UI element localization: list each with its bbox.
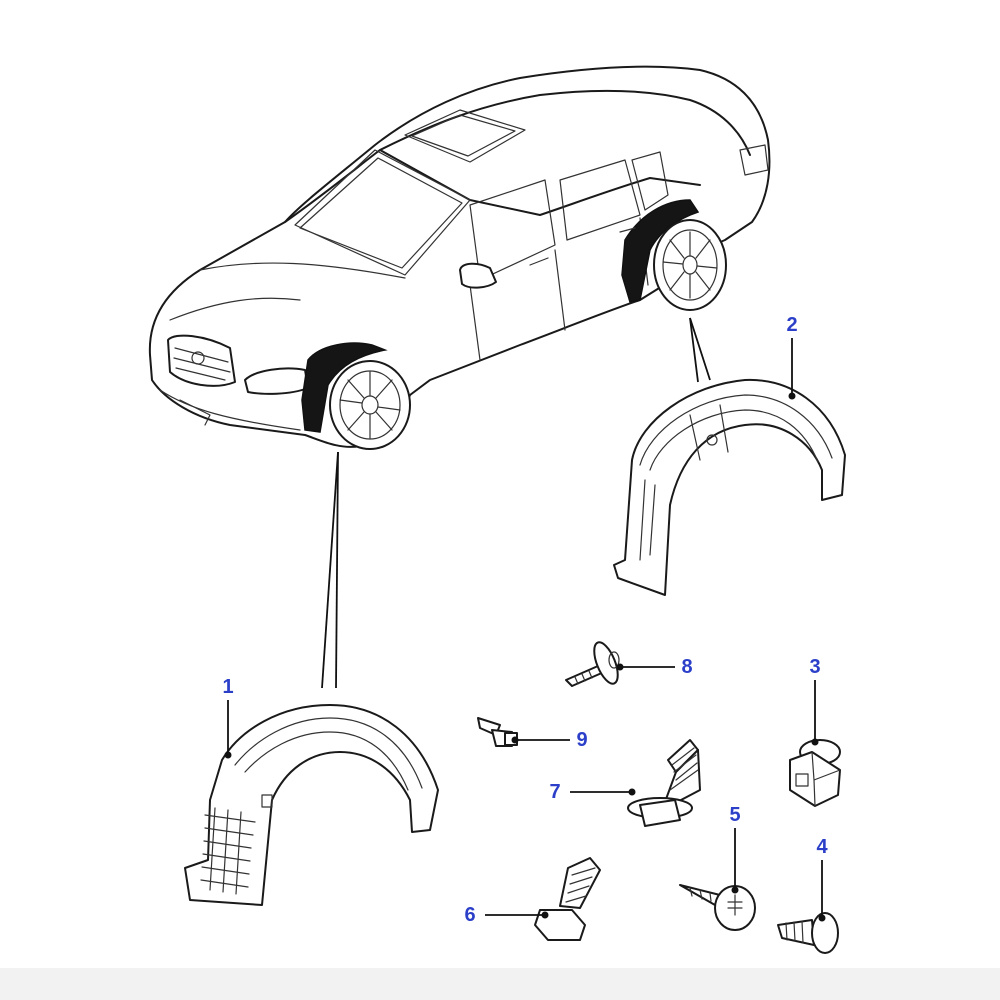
callout-4: 4 — [816, 836, 828, 858]
callout-8: 8 — [681, 656, 693, 678]
part-5-tapping-screw — [679, 884, 756, 931]
part-1-front-arch-liner — [184, 704, 439, 906]
footer-band — [0, 968, 1000, 1000]
part-2-rear-arch-liner — [613, 378, 846, 596]
part-8-rivet — [565, 641, 620, 687]
callout-5: 5 — [729, 804, 741, 826]
part-9-clip — [477, 717, 518, 747]
callout-3: 3 — [809, 656, 821, 678]
car-to-part-leaders — [321, 317, 711, 689]
callout-1: 1 — [222, 676, 234, 698]
part-6-hex-bolt — [534, 857, 601, 941]
part-4-push-pin — [777, 912, 839, 954]
car-illustration — [148, 65, 771, 450]
callout-leaders — [224, 338, 826, 922]
part-3-cage-nut — [789, 739, 841, 807]
part-7-flange-screw — [627, 739, 701, 827]
callout-9: 9 — [576, 729, 588, 751]
callout-7: 7 — [549, 781, 561, 803]
callout-2: 2 — [786, 314, 798, 336]
callout-6: 6 — [464, 904, 476, 926]
